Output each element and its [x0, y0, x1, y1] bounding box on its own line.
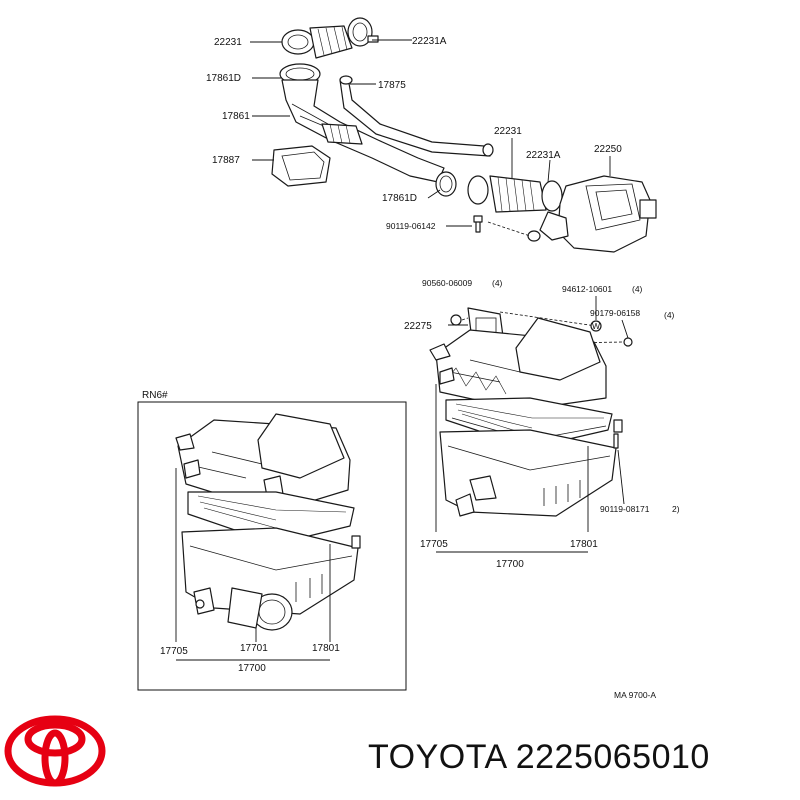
label-qty-2: 2) [672, 504, 680, 514]
bolt-90119-06142 [473, 215, 483, 233]
labels-upper: 22231 22231A 17861D 17875 17861 17887 22… [206, 36, 622, 231]
label-22231-top: 22231 [214, 37, 242, 48]
label-qty-4c: (4) [664, 310, 675, 320]
label-qty-4b: (4) [632, 284, 643, 294]
filter-element-17801-r [445, 397, 613, 449]
intake-hose-assembly [271, 17, 657, 253]
label-17700-r: 17700 [496, 559, 524, 570]
labels-right: 90560-06009 (4) 94612-10601 (4) 90179-06… [404, 278, 680, 570]
washer-94612-10601 [590, 320, 602, 332]
label-22231a-mid: 22231A [526, 150, 561, 161]
toyota-logo-icon [4, 715, 106, 787]
label-90119-08171: 90119-08171 [600, 504, 650, 514]
case-17700-l [181, 527, 359, 615]
label-17801-r: 17801 [570, 539, 598, 550]
rn6-variant-box: RN6# [137, 390, 407, 691]
label-22231a-top: 22231A [412, 36, 447, 47]
label-17875: 17875 [378, 80, 406, 91]
label-17861d-top: 17861D [206, 73, 241, 84]
label-90179-06158: 90179-06158 [590, 308, 640, 318]
bellows-mid [489, 175, 547, 213]
label-90119-06142: 90119-06142 [386, 221, 436, 231]
filter-element-17801-l [187, 491, 355, 545]
labels-left: 17705 17701 17801 17700 [160, 643, 340, 674]
label-17701-l: 17701 [240, 643, 268, 654]
air-flow-meter-22250 [557, 175, 651, 253]
label-17861: 17861 [222, 111, 250, 122]
variant-frame [137, 401, 407, 691]
label-22275: 22275 [404, 321, 432, 332]
bellows-top [309, 25, 353, 59]
leader-lines-right [435, 296, 629, 553]
leader-lines-left [175, 468, 331, 661]
label-17700-l: 17700 [238, 663, 266, 674]
label-w: W [592, 321, 600, 331]
label-94612-10601: 94612-10601 [562, 284, 612, 294]
label-rn6: RN6# [142, 390, 168, 401]
label-17887: 17887 [212, 155, 240, 166]
label-17705-l: 17705 [160, 646, 188, 657]
leader-lines-upper [250, 39, 611, 237]
ring-17861d-mid [435, 171, 457, 197]
nut-90560-06009 [450, 314, 462, 326]
label-22250: 22250 [594, 144, 622, 155]
clamp-22231a-mid [541, 180, 563, 212]
duct-17887 [271, 145, 331, 187]
label-90560-06009: 90560-06009 [422, 278, 472, 288]
clamp-22231-mid [467, 175, 489, 205]
nut-90179-06158 [623, 337, 633, 347]
label-17705-r: 17705 [420, 539, 448, 550]
label-17861d-mid: 17861D [382, 193, 417, 204]
label-22231-mid: 22231 [494, 126, 522, 137]
brand-part-number: TOYOTA 2225065010 [368, 738, 710, 776]
label-17801-l: 17801 [312, 643, 340, 654]
clamp-22231a-top [347, 17, 373, 47]
air-cleaner-right [429, 307, 633, 517]
clamp-22231-top [281, 29, 315, 55]
drawing-code: MA 9700-A [614, 690, 656, 700]
label-qty-4a: (4) [492, 278, 503, 288]
